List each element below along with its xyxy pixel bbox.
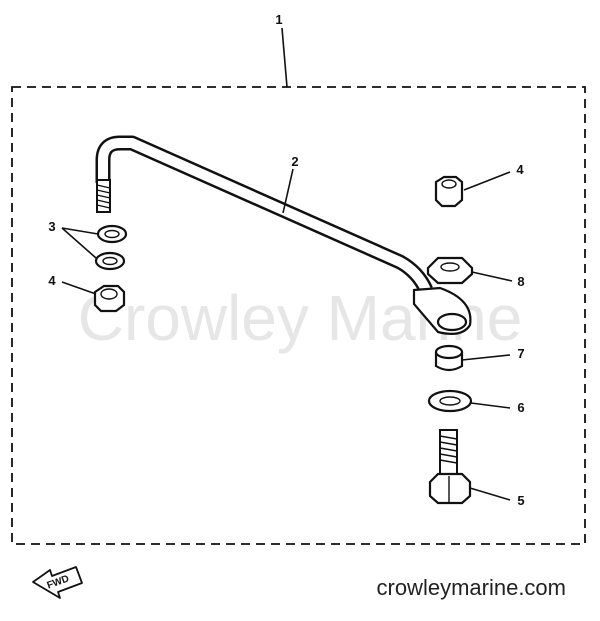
flat-washer: [427, 389, 473, 413]
hex-nut-large: [426, 256, 474, 285]
callout-1: 1: [275, 12, 282, 27]
nut-left: [93, 284, 126, 313]
assembly-boundary: [11, 86, 586, 545]
leader-2: [282, 168, 294, 214]
callout-7: 7: [517, 346, 524, 361]
leader-4a: [61, 281, 97, 295]
leader-7: [461, 354, 511, 361]
washer-lower: [94, 251, 126, 271]
callout-2: 2: [291, 154, 298, 169]
site-url: crowleymarine.com: [377, 575, 567, 600]
callout-6: 6: [517, 400, 524, 415]
nut-right: [434, 175, 464, 208]
leader-3a: [61, 227, 99, 235]
washer-upper: [96, 224, 128, 244]
leader-4b: [463, 171, 511, 191]
callout-8: 8: [517, 274, 524, 289]
callout-5: 5: [517, 493, 524, 508]
callout-3: 3: [48, 219, 55, 234]
leader-1: [281, 27, 288, 88]
callout-4a: 4: [48, 273, 56, 288]
leader-8: [471, 271, 513, 282]
leader-6: [470, 402, 511, 409]
bolt: [428, 429, 472, 505]
steering-link-rod: [95, 135, 472, 335]
callout-4b: 4: [516, 162, 524, 177]
leader-5: [469, 487, 511, 501]
fwd-arrow-icon: FWD: [32, 566, 83, 599]
leader-3b: [61, 227, 97, 259]
collar: [434, 344, 464, 372]
